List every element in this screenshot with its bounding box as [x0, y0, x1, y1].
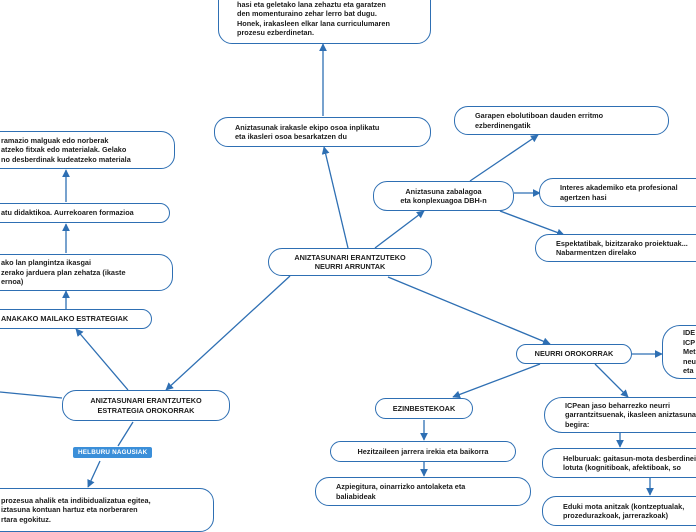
curriculum-text: Curriculum Proiektuaren elaboraperietik …	[237, 0, 390, 38]
teamwork-text: Aniztasunak irakasle ekipo osoa inplikat…	[235, 122, 380, 141]
classroom-level-node[interactable]: ANAKAKO MAILAKO ESTRATEGIAK	[0, 309, 152, 329]
flexibility-node[interactable]: Azpiegitura, oinarrizko antolaketa eta b…	[315, 477, 531, 506]
development-text: Garapen ebolutiboan dauden erritmo ezber…	[475, 111, 604, 130]
classroom-level-text: ANAKAKO MAILAKO ESTRATEGIAK	[1, 314, 129, 324]
interests-node[interactable]: Interes akademiko eta profesional agertz…	[539, 178, 696, 207]
main-goals-badge-text: HELBURU NAGUSIAK	[78, 449, 148, 456]
objectives-text: Helburuak: gaitasun-mota desberdinei lot…	[563, 453, 696, 472]
essential-text: EZINBESTEKOAK	[392, 403, 456, 413]
edge-badge-individual	[87, 460, 101, 488]
expectations-text: Espektatibak, bizitzarako proiektuak... …	[556, 238, 688, 257]
content-types-node[interactable]: Eduki mota anitzak (kontzeptualak, proze…	[542, 496, 696, 526]
training-node[interactable]: ramazio malguak edo norberak atzeko fitx…	[0, 131, 175, 169]
edge-general-icp	[594, 363, 629, 398]
general-measures-node[interactable]: NEURRI OROKORRAK	[516, 344, 632, 364]
strategy-node[interactable]: ANIZTASUNARI ERANTZUTEKO ESTRATEGIA OROK…	[62, 390, 230, 421]
root-node[interactable]: ANIZTASUNARI ERANTZUTEKO NEURRI ARRUNTAK	[268, 248, 432, 276]
edge-root-broader	[374, 210, 425, 249]
development-node[interactable]: Garapen ebolutiboan dauden erritmo ezber…	[454, 106, 669, 135]
ide-node[interactable]: IDE ICP Met neu eta	[662, 325, 696, 379]
planning-node[interactable]: ako lan plangintza ikasgai zerako jardue…	[0, 254, 173, 291]
general-measures-text: NEURRI OROKORRAK	[534, 349, 614, 359]
teamwork-node[interactable]: Aniztasunak irakasle ekipo osoa inplikat…	[214, 117, 431, 147]
teacher-attitude-node[interactable]: Hezitzaileen jarrera irekia eta baikorra	[330, 441, 516, 462]
training-text: ramazio malguak edo norberak atzeko fitx…	[1, 135, 131, 164]
icp-measures-node[interactable]: ICPean jaso beharrezko neurri garrantzit…	[544, 397, 696, 433]
edge-root-general	[387, 276, 551, 345]
edge-strategy-left	[0, 391, 63, 399]
edge-broader-expectations	[499, 210, 565, 237]
strategy-text: ANIZTASUNARI ERANTZUTEKO ESTRATEGIA OROK…	[90, 396, 202, 415]
edge-root-strategy	[165, 275, 291, 391]
root-text: ANIZTASUNARI ERANTZUTEKO NEURRI ARRUNTAK	[294, 252, 406, 271]
edge-general-essential	[452, 363, 541, 399]
broader-node[interactable]: Aniztasuna zabalagoa eta konplexuagoa DB…	[373, 181, 514, 211]
icp-measures-text: ICPean jaso beharrezko neurri garrantzit…	[565, 400, 696, 429]
interests-text: Interes akademiko eta profesional agertz…	[560, 183, 678, 202]
individual-node[interactable]: prozesua ahalik eta indibidualizatua egi…	[0, 488, 214, 532]
edge-strategy-badge	[117, 421, 134, 447]
curriculum-node[interactable]: Curriculum Proiektuaren elaboraperietik …	[218, 0, 431, 44]
edge-root-teamwork	[321, 146, 349, 249]
flexibility-text: Azpiegitura, oinarrizko antolaketa eta b…	[336, 482, 466, 501]
teacher-attitude-text: Hezitzaileen jarrera irekia eta baikorra	[357, 446, 489, 456]
main-goals-badge[interactable]: HELBURU NAGUSIAK	[73, 447, 153, 458]
individual-text: prozesua ahalik eta indibidualizatua egi…	[1, 495, 151, 524]
content-types-text: Eduki mota anitzak (kontzeptualak, proze…	[563, 501, 685, 520]
didactic-text: atu didaktikoa. Aurrekoaren formazioa	[1, 208, 134, 218]
objectives-node[interactable]: Helburuak: gaitasun-mota desberdinei lot…	[542, 448, 696, 478]
planning-text: ako lan plangintza ikasgai zerako jardue…	[1, 258, 126, 287]
connector-layer	[0, 43, 663, 496]
edge-strategy-classroom	[75, 328, 129, 391]
ide-text: IDE ICP Met neu eta	[683, 328, 696, 376]
didactic-node[interactable]: atu didaktikoa. Aurrekoaren formazioa	[0, 203, 170, 223]
broader-text: Aniztasuna zabalagoa eta konplexuagoa DB…	[400, 186, 487, 205]
expectations-node[interactable]: Espektatibak, bizitzarako proiektuak... …	[535, 234, 696, 262]
essential-node[interactable]: EZINBESTEKOAK	[375, 398, 473, 419]
edge-broader-development	[469, 134, 539, 182]
